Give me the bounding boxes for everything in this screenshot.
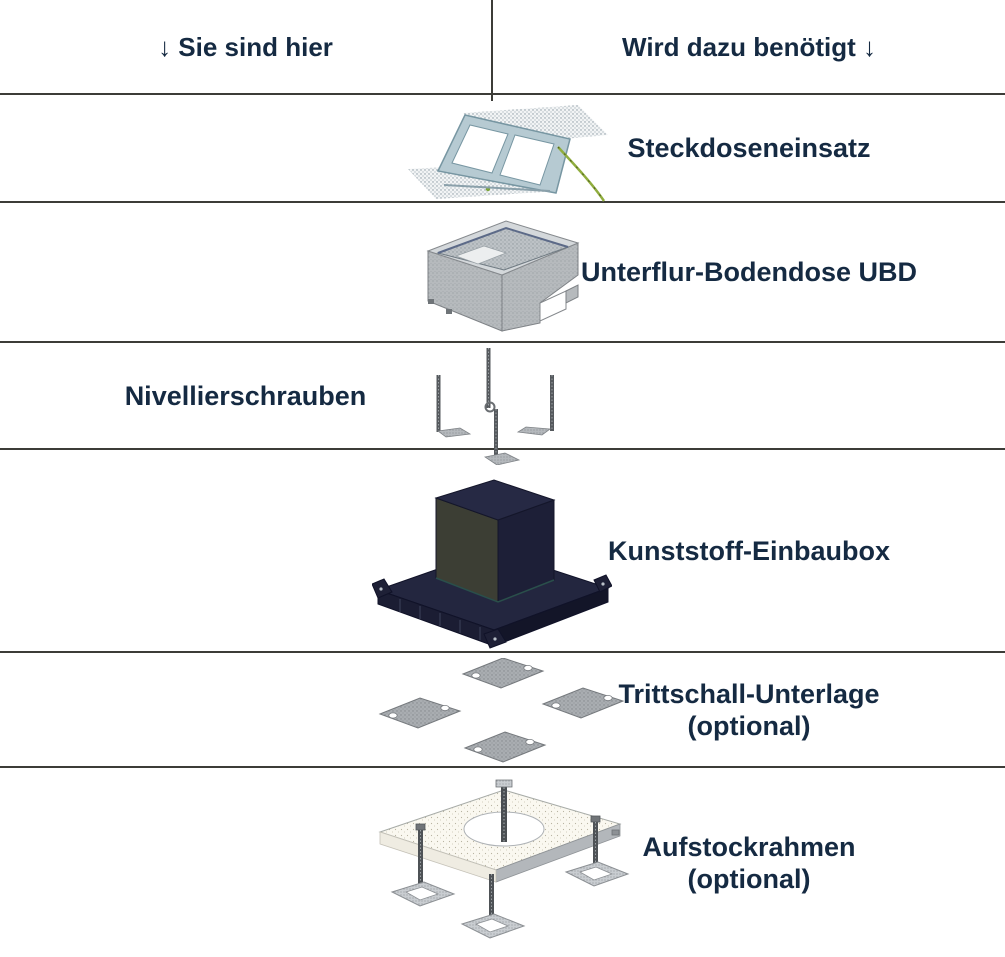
row-nivellierschrauben: Nivellierschrauben [0,343,1005,465]
impact-sound-pads-shape [378,658,625,763]
underfloor-box-illustration [426,220,580,332]
header-row: ↓ Sie sind hier Wird dazu benötigt ↓ [0,0,1005,101]
row-kunststoff-einbaubox: Kunststoff-Einbaubox [0,450,1005,653]
row-steckdoseneinsatz: Steckdoseneinsatz [0,95,1005,203]
label-cell: Nivellierschrauben [0,343,491,448]
socket-insert-shape [408,105,608,202]
underfloor-box-shape [426,220,580,332]
plastic-mounting-box-illustration [372,479,612,649]
part-label-line2: (optional) [687,863,811,894]
label-cell: Steckdoseneinsatz [493,95,1005,201]
row-aufstockrahmen: Aufstockrahmen (optional) [0,768,1005,957]
header-right-cell: Wird dazu benötigt ↓ [493,0,1005,93]
part-label: Aufstockrahmen (optional) [642,831,855,895]
part-label-line1: Aufstockrahmen [642,831,856,862]
header-left-cell: ↓ Sie sind hier [0,0,491,93]
raising-frame-shape [378,779,630,939]
socket-insert-illustration [408,105,608,202]
part-label: Nivellierschrauben [124,380,367,411]
header-left-label: ↓ Sie sind hier [158,31,333,62]
row-trittschall-unterlage: Trittschall-Unterlage (optional) [0,653,1005,768]
part-label: Steckdoseneinsatz [627,133,871,163]
part-label: Trittschall-Unterlage (optional) [618,678,879,742]
raising-frame-illustration [378,779,630,939]
leveling-screws-illustration [436,348,554,465]
header-right-label: Wird dazu benötigt ↓ [622,31,876,62]
column-divider [491,0,493,101]
label-cell: Aufstockrahmen (optional) [493,768,1005,957]
label-cell: Unterflur-Bodendose UBD [493,203,1005,341]
impact-sound-pads-illustration [378,658,625,763]
part-label-line1: Trittschall-Unterlage [618,678,880,709]
plastic-mounting-box-shape [372,479,612,649]
row-unterflur-bodendose: Unterflur-Bodendose UBD [0,203,1005,343]
label-cell: Kunststoff-Einbaubox [493,450,1005,651]
part-label-line2: (optional) [687,710,811,741]
part-label: Unterflur-Bodendose UBD [581,257,917,287]
label-cell: Trittschall-Unterlage (optional) [493,653,1005,766]
leveling-screws-shape [436,348,554,465]
part-label: Kunststoff-Einbaubox [608,535,890,566]
